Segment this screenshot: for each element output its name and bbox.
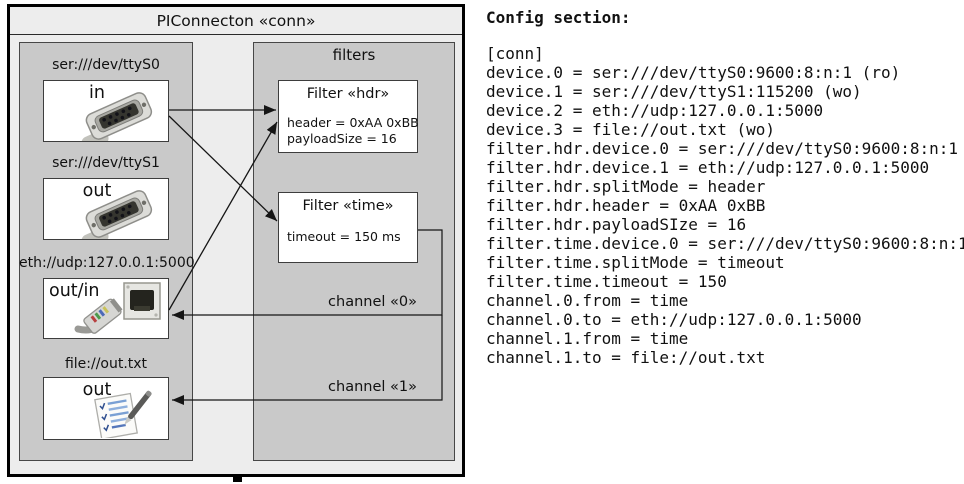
config-line: channel.0.from = time (486, 291, 689, 310)
config-line: [conn] (486, 44, 544, 63)
filter-box-time: Filter «time» timeout = 150 ms (278, 192, 418, 263)
serial-connector-icon (81, 190, 153, 239)
channel-1-label: channel «1» (328, 379, 417, 395)
device-direction-label: out (82, 380, 112, 400)
device-box-ser1: out (43, 178, 169, 240)
config-line: device.0 = ser:///dev/ttyS0:9600:8:n:1 (… (486, 63, 901, 82)
device-address-label: eth://udp:127.0.0.1:5000 (19, 255, 195, 271)
device-direction-label: out (82, 181, 112, 201)
ethernet-connector-icon (74, 282, 161, 334)
filter-param: header = 0xAA 0xBB (287, 115, 419, 130)
device-direction-label: out/in (49, 281, 100, 301)
filter-param: timeout = 150 ms (287, 229, 401, 244)
filters-panel-title: filters (332, 46, 376, 64)
config-line: filter.hdr.splitMode = header (486, 177, 766, 196)
notepad-pen-icon (94, 390, 152, 438)
config-line: channel.0.to = eth://udp:127.0.0.1:5000 (486, 310, 862, 329)
filter-title: Filter «hdr» (306, 86, 390, 102)
config-line: filter.time.splitMode = timeout (486, 253, 785, 272)
config-line: device.3 = file://out.txt (wo) (486, 120, 775, 139)
component-title-bar: PIConnecton «conn» (10, 7, 462, 35)
filter-box-hdr: Filter «hdr» header = 0xAA 0xBB payloadS… (278, 80, 419, 153)
device-box-ser0: in (43, 80, 169, 142)
device-box-eth: out/in (43, 278, 169, 339)
config-line: filter.hdr.device.0 = ser:///dev/ttyS0:9… (486, 139, 959, 158)
config-line: filter.time.timeout = 150 (486, 272, 727, 291)
config-line: filter.hdr.payloadSIze = 16 (486, 215, 747, 234)
config-lines: [conn]device.0 = ser:///dev/ttyS0:9600:8… (486, 44, 964, 367)
device-address-label: ser:///dev/ttyS1 (52, 155, 160, 171)
config-line: device.2 = eth://udp:127.0.0.1:5000 (486, 101, 824, 120)
config-line: device.1 = ser:///dev/ttyS1:115200 (wo) (486, 82, 862, 101)
frame-bottom-nub (233, 474, 242, 482)
filter-title: Filter «time» (302, 198, 394, 214)
config-line: filter.time.device.0 = ser:///dev/ttyS0:… (486, 234, 964, 253)
device-address-label: file://out.txt (64, 356, 148, 372)
config-line: channel.1.to = file://out.txt (486, 348, 766, 367)
config-line: channel.1.from = time (486, 329, 689, 348)
device-direction-label: in (89, 83, 105, 103)
channel-0-label: channel «0» (328, 294, 417, 310)
filter-param: payloadSize = 16 (287, 131, 397, 146)
config-line: filter.hdr.header = 0xAA 0xBB (486, 196, 766, 215)
device-address-label: ser:///dev/ttyS0 (52, 57, 160, 73)
config-line: filter.hdr.device.1 = eth://udp:127.0.0.… (486, 158, 930, 177)
config-section-heading: Config section: (486, 8, 631, 27)
serial-connector-icon (81, 92, 153, 141)
device-box-file: out (43, 377, 169, 440)
component-title: PIConnecton «conn» (156, 11, 316, 30)
